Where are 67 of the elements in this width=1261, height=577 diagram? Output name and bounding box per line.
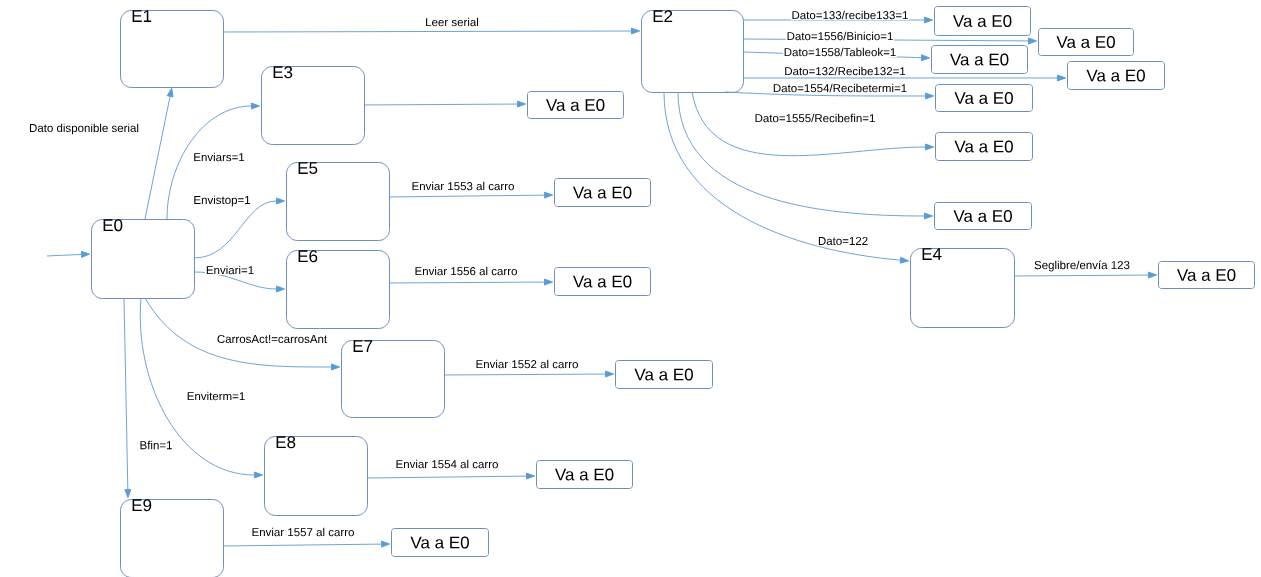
edge-label: Enviar 1552 al carro	[474, 358, 580, 369]
state-box: E8	[264, 436, 368, 516]
arrow	[46, 251, 91, 258]
arrow	[1013, 271, 1158, 279]
edge-label: Seglibre/envía 123	[1033, 259, 1131, 273]
state-box: E3	[261, 66, 365, 145]
state-box: E2	[641, 10, 744, 93]
arrow	[691, 91, 935, 156]
arrow	[222, 540, 391, 548]
arrow	[388, 278, 554, 286]
arrow	[144, 87, 174, 220]
edge-label: Dato=1558/Tableok=1	[782, 46, 898, 57]
target-box: Va a E0	[934, 202, 1032, 230]
target-box: Va a E0	[1067, 61, 1165, 90]
edge-label: Enviar 1553 al carro	[410, 180, 516, 191]
target-box: Va a E0	[931, 45, 1028, 74]
arrow	[123, 297, 132, 499]
arrow	[388, 191, 554, 199]
target-box: Va a E0	[554, 267, 651, 296]
edge-label: Dato=133/recibe133=1	[790, 9, 910, 20]
edge-label: Dato=122	[817, 236, 869, 246]
state-box: E5	[286, 162, 390, 241]
target-box: Va a E0	[935, 132, 1033, 161]
edge-label: Bfin=1	[138, 440, 174, 450]
edge-label: Dato disponible serial	[28, 122, 140, 136]
target-box: Va a E0	[527, 91, 624, 119]
arrow	[742, 16, 934, 24]
target-box: Va a E0	[615, 360, 713, 389]
state-box: E7	[341, 340, 445, 418]
arrow	[724, 91, 935, 100]
target-box: Va a E0	[391, 528, 489, 557]
arrow	[663, 91, 910, 264]
edge-label: Enviar 1557 al carro	[250, 526, 356, 537]
edge-label: Enviars=1	[192, 151, 246, 162]
arrow	[193, 271, 286, 293]
edge-label: Enviar 1556 al carro	[413, 265, 519, 276]
target-box: Va a E0	[1158, 261, 1255, 289]
edge-label: Dato=1556/Binicio=1	[785, 30, 895, 41]
edge-label: Dato=1554/Recibetermi=1	[772, 82, 908, 93]
target-box: Va a E0	[934, 6, 1031, 36]
target-box: Va a E0	[935, 84, 1033, 112]
edge-label: Enviari=1	[205, 264, 255, 275]
edge-label: Enviterm=1	[185, 390, 247, 401]
arrow	[363, 100, 527, 108]
arrow	[193, 197, 286, 259]
target-box: Va a E0	[536, 460, 633, 489]
state-box: E4	[910, 248, 1015, 328]
arrow	[222, 27, 641, 35]
arrow	[366, 472, 536, 480]
arrow	[139, 297, 264, 479]
edge-label: CarrosAct!=carrosAnt	[216, 334, 328, 344]
state-box: E9	[120, 499, 224, 577]
edge-label: Enviar 1554 al carro	[394, 458, 500, 469]
arrow	[443, 370, 615, 378]
arrow	[166, 102, 261, 220]
edge-label: Envistop=1	[192, 194, 252, 208]
arrow	[144, 297, 341, 371]
target-box: Va a E0	[554, 178, 651, 207]
target-box: Va a E0	[1038, 28, 1134, 56]
edge-label: Dato=132/Recibe132=1	[783, 65, 907, 76]
arrow	[677, 91, 934, 220]
state-box: E1	[120, 10, 224, 88]
edge-label: Leer serial	[424, 16, 480, 27]
state-box: E6	[286, 250, 390, 329]
arrow	[742, 74, 1067, 82]
state-box: E0	[91, 219, 195, 299]
edge-label: Dato=1555/Recibefin=1	[753, 112, 877, 123]
